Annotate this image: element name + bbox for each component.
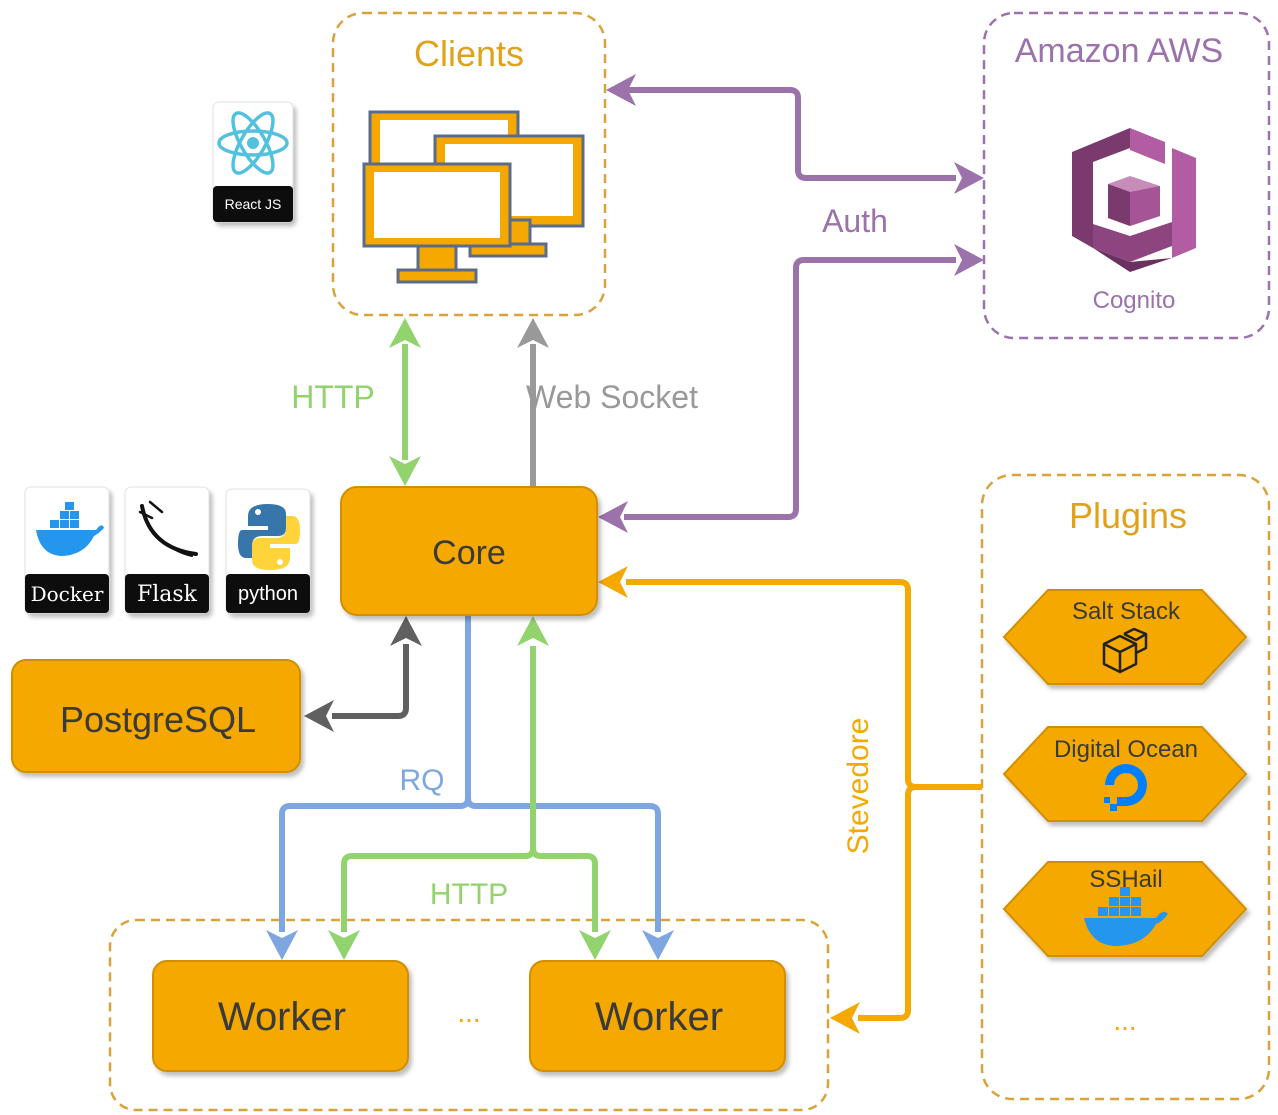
postgres-connector [332,644,409,719]
worker-left-box-label: Worker [218,995,346,1039]
websocket-arrowhead-up [517,318,549,348]
stevedore-connector [626,579,982,1021]
postgres-arrowhead-left [304,700,334,732]
clients-group-title: Clients [414,33,524,74]
http-clients-arrowhead-up [389,318,421,348]
worker-left-box [152,960,409,1072]
auth-core-arrowhead-left [598,501,628,533]
plugin-salt-stack-shape [1002,589,1248,685]
flask-badge-label: Flask [137,582,198,607]
cognito-label: Cognito [1093,287,1176,314]
auth-clients-arrowhead-left [606,74,636,106]
auth-core-arrowhead-right [954,244,984,276]
rq-edge-label: RQ [400,764,445,797]
http-clients-arrowhead-down [389,456,421,486]
workers-ellipsis: ... [457,997,480,1028]
websocket-edge-label: Web Socket [526,379,698,415]
core-box [340,486,598,616]
docker-whale-icon [36,502,104,556]
auth-clients-connector [628,87,956,181]
flask-horn-icon [138,500,198,557]
plugin-digital-ocean-label: Digital Ocean [1054,736,1198,763]
postgres-box-label: PostgreSQL [60,699,256,740]
worker-right-box-label: Worker [595,995,723,1039]
docker-whale-icon [1084,887,1168,946]
worker-right-box [529,960,786,1072]
python-badge-label: python [238,583,298,605]
http-workers-edge-label: HTTP [430,878,508,911]
http-clients-edge-label: HTTP [291,379,375,415]
http-workers-arrowhead-left-worker [328,930,360,960]
rq-arrowhead-right-worker [642,930,674,960]
workers-group [108,918,830,1112]
docker-badge-label: Docker [31,582,104,606]
plugin-digital-ocean-shape [1002,726,1248,822]
plugins-ellipsis: ... [1113,1005,1136,1036]
package-boxes-icon [1102,627,1148,674]
rq-arrowhead-left-worker [266,930,298,960]
digital-ocean-logo-icon [1104,764,1147,811]
clients-monitors-icon [362,110,585,284]
clients-group [331,11,607,317]
stevedore-arrowhead-core [598,566,628,598]
aws-group [982,11,1271,340]
core-box-label: Core [432,534,506,572]
stevedore-edge-label: Stevedore [842,718,875,855]
auth-core-connector [624,257,956,520]
plugin-salt-stack-label: Salt Stack [1072,598,1181,625]
react-atom-icon [217,111,289,175]
auth-clients-arrowhead-right [954,162,984,194]
stevedore-arrowhead-workers [830,1002,860,1034]
python-logo-icon [238,504,300,570]
cognito-icon [1072,128,1196,272]
http-workers-arrowhead-up [517,616,549,646]
react-badge-label: React JS [225,196,282,212]
aws-group-title: Amazon AWS [1015,32,1223,70]
rq-connector [279,615,661,932]
postgres-box [11,659,301,773]
plugins-group-title: Plugins [1069,495,1187,536]
http-workers-arrowhead-right-worker [579,930,611,960]
http-workers-connector [341,646,598,932]
postgres-arrowhead-up [390,616,422,646]
auth-edge-label: Auth [822,203,888,239]
